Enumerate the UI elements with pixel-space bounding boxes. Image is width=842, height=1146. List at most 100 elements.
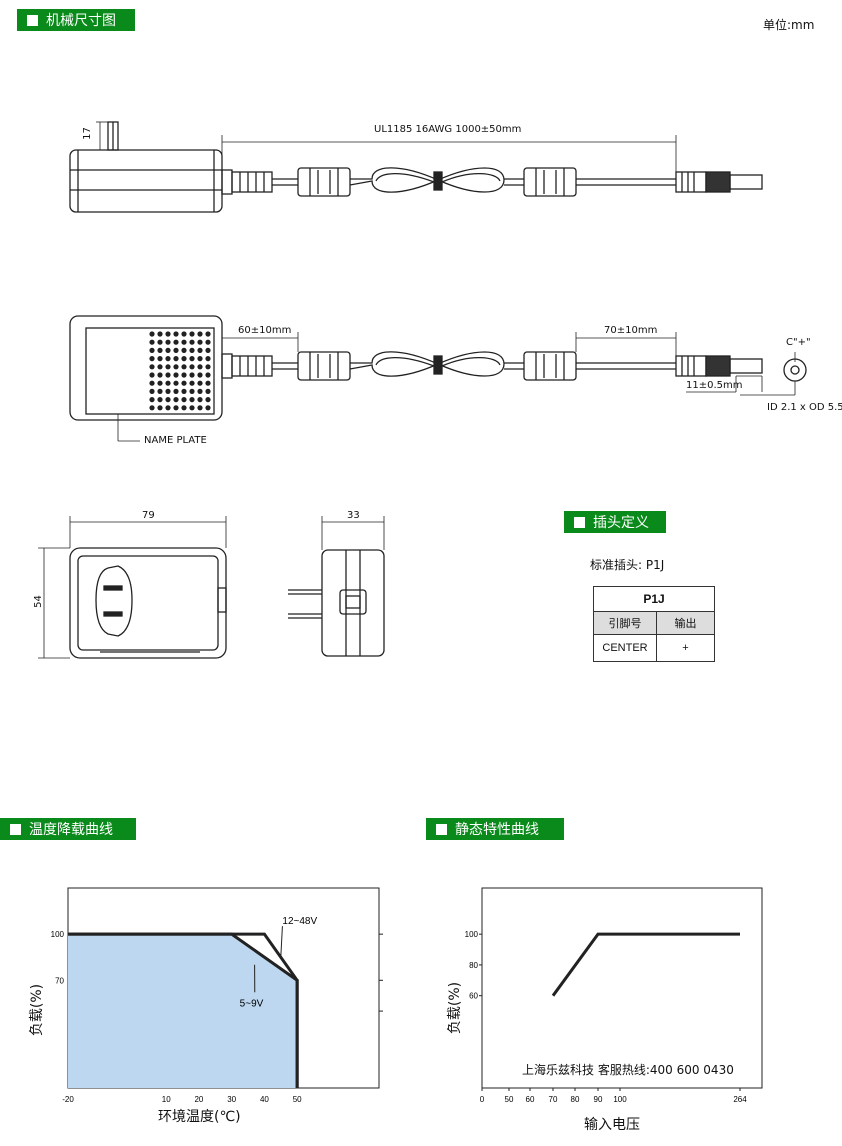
vent-hole xyxy=(197,372,203,378)
vent-hole xyxy=(157,331,163,337)
vent-hole xyxy=(165,372,171,378)
vent-hole xyxy=(173,347,179,353)
vent-hole xyxy=(181,331,187,337)
dim-tip-label: 11±0.5mm xyxy=(686,380,743,391)
name-plate-label: NAME PLATE xyxy=(144,435,207,446)
vent-hole xyxy=(205,397,211,403)
vent-holes xyxy=(149,331,211,411)
vent-hole xyxy=(181,380,187,386)
vent-hole xyxy=(165,388,171,394)
vent-hole xyxy=(173,356,179,362)
vent-hole xyxy=(165,339,171,345)
plot-frame xyxy=(481,887,763,1089)
front-view-drawing xyxy=(38,516,385,659)
vent-hole xyxy=(197,339,203,345)
vent-hole xyxy=(165,364,171,370)
x-tick-label: 90 xyxy=(594,1095,603,1104)
y-tick-label: 100 xyxy=(51,930,65,939)
vent-hole xyxy=(157,372,163,378)
x-tick-label: 20 xyxy=(194,1095,203,1104)
vent-hole xyxy=(189,388,195,394)
vent-hole xyxy=(205,405,211,411)
vent-hole xyxy=(165,397,171,403)
square-bullet-icon xyxy=(436,823,447,835)
vent-hole xyxy=(189,347,195,353)
vent-hole xyxy=(197,405,203,411)
vent-hole xyxy=(197,347,203,353)
section-title: 静态特性曲线 xyxy=(455,822,539,838)
depth-dim-label: 33 xyxy=(347,510,360,521)
vent-hole xyxy=(205,372,211,378)
section-header-derating: 温度降载曲线 xyxy=(0,818,136,840)
vent-hole xyxy=(149,397,155,403)
vent-hole xyxy=(149,405,155,411)
vent-hole xyxy=(157,405,163,411)
section-title: 插头定义 xyxy=(593,515,649,531)
vent-hole xyxy=(205,388,211,394)
section-header-static: 静态特性曲线 xyxy=(426,818,564,840)
vent-hole xyxy=(173,397,179,403)
derating-area xyxy=(68,934,298,1088)
dim-left-label: 60±10mm xyxy=(238,325,292,336)
vent-hole xyxy=(173,380,179,386)
x-tick-label: -20 xyxy=(62,1095,74,1104)
section-title: 温度降载曲线 xyxy=(29,822,113,838)
vent-hole xyxy=(173,364,179,370)
chart-annotation: 上海乐兹科技 客服热线:400 600 0430 xyxy=(522,1063,734,1077)
x-axis-label: 输入电压 xyxy=(584,1117,640,1133)
x-tick-label: 80 xyxy=(571,1095,580,1104)
vent-hole xyxy=(173,388,179,394)
square-bullet-icon xyxy=(574,516,585,528)
x-tick-label: 100 xyxy=(613,1095,627,1104)
series-line xyxy=(68,932,299,1088)
vent-hole xyxy=(189,339,195,345)
label-leader xyxy=(280,926,283,958)
vent-hole xyxy=(197,331,203,337)
vent-hole xyxy=(157,380,163,386)
vent-hole xyxy=(173,331,179,337)
plug-definition-table: P1J 引脚号 输出 CENTER + xyxy=(593,586,715,662)
vent-hole xyxy=(205,339,211,345)
vent-hole xyxy=(149,347,155,353)
y-tick-label: 60 xyxy=(469,992,478,1001)
vent-hole xyxy=(173,339,179,345)
vent-hole xyxy=(205,380,211,386)
y-tick-label: 70 xyxy=(55,976,64,985)
x-tick-label: 70 xyxy=(549,1095,558,1104)
table-row: CENTER + xyxy=(593,634,715,662)
vent-hole xyxy=(181,356,187,362)
vent-hole xyxy=(189,331,195,337)
vent-hole xyxy=(173,372,179,378)
vent-hole xyxy=(197,388,203,394)
square-bullet-icon xyxy=(27,14,38,26)
socket-outline xyxy=(95,565,133,637)
vent-hole xyxy=(197,356,203,362)
vent-hole xyxy=(189,372,195,378)
width-dim-label: 79 xyxy=(142,510,155,521)
x-tick-label: 0 xyxy=(480,1095,485,1104)
vent-hole xyxy=(181,339,187,345)
vent-hole xyxy=(181,405,187,411)
series-label: 5~9V xyxy=(240,998,264,1009)
vent-hole xyxy=(157,397,163,403)
vent-hole xyxy=(149,331,155,337)
vent-hole xyxy=(149,380,155,386)
vent-hole xyxy=(205,356,211,362)
vent-hole xyxy=(197,380,203,386)
vent-hole xyxy=(173,405,179,411)
x-tick-label: 10 xyxy=(162,1095,171,1104)
x-tick-label: 264 xyxy=(733,1095,747,1104)
x-tick-label: 50 xyxy=(505,1095,514,1104)
vent-hole xyxy=(157,339,163,345)
vent-hole xyxy=(197,397,203,403)
cable-spec-label: UL1185 16AWG 1000±50mm xyxy=(374,124,522,135)
vent-hole xyxy=(165,331,171,337)
unit-label: 单位:mm xyxy=(763,18,815,32)
polarity-label: C"+" xyxy=(786,337,811,348)
series-label: 12~48V xyxy=(282,916,317,927)
vent-hole xyxy=(181,372,187,378)
dim-right-label: 70±10mm xyxy=(604,325,658,336)
plug-standard-label: 标准插头: P1J xyxy=(590,558,665,572)
